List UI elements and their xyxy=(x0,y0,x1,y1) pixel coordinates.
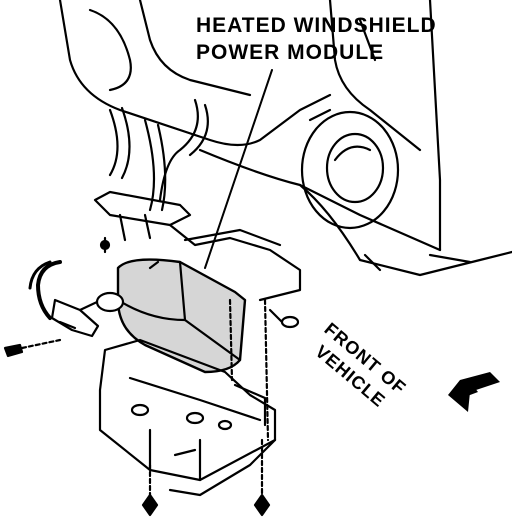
round-cover xyxy=(300,108,400,230)
bracket-fastener xyxy=(268,308,300,329)
wire-harness xyxy=(108,98,209,212)
module-connector xyxy=(50,291,125,338)
front-of-vehicle-arrow xyxy=(448,372,500,412)
screw-left xyxy=(3,338,62,358)
upper-bracket xyxy=(93,190,302,302)
lower-bracket xyxy=(98,338,277,497)
callout-line-1: HEATED WINDSHIELD xyxy=(196,14,437,37)
mounting-bolts xyxy=(141,298,271,517)
body-structure xyxy=(58,0,512,277)
module-callout-label: HEATED WINDSHIELD POWER MODULE xyxy=(196,12,437,66)
callout-line-2: POWER MODULE xyxy=(196,41,385,64)
loose-harness-left xyxy=(28,260,62,320)
